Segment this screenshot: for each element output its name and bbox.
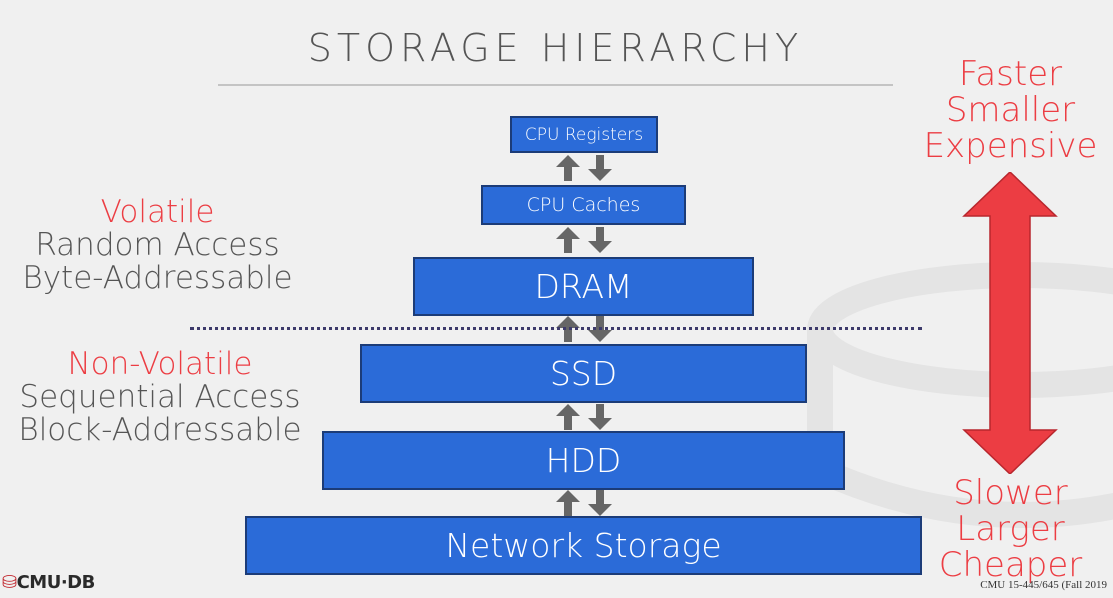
volatile-label-group: Volatile Random Access Byte-Addressable	[10, 196, 305, 295]
arrow-ssd-hdd	[556, 404, 612, 430]
arrow-caches-dram	[556, 227, 612, 253]
scale-bottom-line3: Cheaper	[918, 547, 1103, 583]
scale-bottom-line1: Slower	[918, 475, 1103, 511]
volatile-heading: Volatile	[10, 196, 305, 229]
scale-bottom-line2: Larger	[918, 511, 1103, 547]
volatile-line2: Byte-Addressable	[10, 262, 305, 295]
arrow-registers-caches	[556, 155, 612, 181]
volatile-line1: Random Access	[10, 229, 305, 262]
scale-top-line1: Faster	[918, 56, 1103, 92]
nonvolatile-heading: Non-Volatile	[4, 348, 316, 381]
scale-top-group: Faster Smaller Expensive	[918, 56, 1103, 164]
arrow-hdd-network	[556, 490, 612, 516]
logo-text: CMU·DB	[17, 572, 95, 593]
scale-top-line3: Expensive	[918, 128, 1103, 164]
cmu-db-logo: ⛁CMU·DB	[2, 572, 95, 593]
double-headed-arrow-icon	[960, 172, 1060, 474]
nonvolatile-label-group: Non-Volatile Sequential Access Block-Add…	[4, 348, 316, 447]
volatility-divider	[190, 327, 922, 330]
course-footer: CMU 15-445/645 (Fall 2019	[980, 579, 1107, 591]
scale-bottom-group: Slower Larger Cheaper	[918, 475, 1103, 583]
nonvolatile-line2: Block-Addressable	[4, 414, 316, 447]
scale-top-line2: Smaller	[918, 92, 1103, 128]
database-icon: ⛁	[2, 572, 17, 593]
nonvolatile-line1: Sequential Access	[4, 381, 316, 414]
